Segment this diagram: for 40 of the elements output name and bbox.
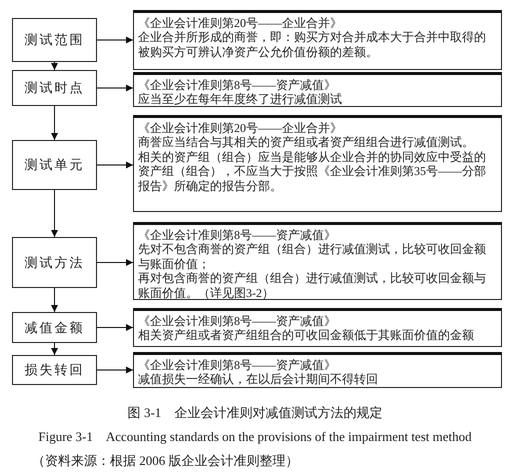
- standard-title: 《企业会计准则第20号——企业合并》: [138, 121, 343, 136]
- figure-caption-english: Figure 3-1 Accounting standards on the provisions of the impairment test method: [37, 428, 473, 446]
- arrow: [96, 259, 134, 266]
- description-text: 先对不包含商誉的资产组（组合）进行减值测试，比较可收回金额与账面价值；: [138, 242, 487, 272]
- text-box: [133, 115, 502, 212]
- step-box: 损失转回: [12, 355, 97, 385]
- description-text: 应当至少在每年年度终了进行减值测试: [138, 92, 343, 107]
- step-box: 测试方法: [12, 237, 97, 288]
- arrow: [51, 342, 58, 356]
- description-text: 企业合并所形成的商誉，即：购买方对合并成本大于合并中取得的被购买方可辨认净资产公允价值份额的差额。: [138, 30, 487, 60]
- arrow: [96, 366, 134, 374]
- description-text: 减值损失一经确认，在以后会计期间不得转回: [138, 372, 379, 387]
- description-text: 相关资产组或者资产组组合的可收回金额低于其账面价值的金额: [138, 328, 475, 343]
- arrow: [51, 62, 58, 70]
- standard-title: 《企业会计准则第8号——资产减值》: [138, 314, 337, 328]
- text-box: [133, 222, 502, 300]
- arrow: [96, 324, 134, 331]
- source-note: （资料来源：根据 2006 版企业会计准则整理）: [32, 452, 298, 470]
- arrow: [96, 36, 134, 44]
- standard-title: 《企业会计准则第8号——资产减值》: [138, 228, 337, 242]
- step-box: 测试范围: [12, 18, 97, 62]
- step-box: 测试时点: [12, 70, 97, 106]
- standard-title: 《企业会计准则第8号——资产减值》: [138, 78, 337, 92]
- text-box: [133, 10, 502, 70]
- text-box: [133, 308, 502, 347]
- description-text: 相关的资产组（组合）应当是能够从企业合并的协同效应中受益的资产组（组合），不应当大于按照《企业会计准则第35号——分部报告》所确定的报告分部。: [138, 150, 487, 194]
- standard-title: 《企业会计准则第20号——企业合并》: [138, 16, 343, 30]
- text-box: [133, 352, 502, 388]
- arrow: [51, 106, 58, 140]
- arrow: [51, 288, 58, 312]
- standard-title: 《企业会计准则第8号——资产减值》: [138, 358, 337, 372]
- description-text: 商誉应当结合与其相关的资产组或者资产组组合进行减值测试。: [138, 135, 475, 150]
- figure-caption: 图 3-1 企业会计准则对减值测试方法的规定: [126, 404, 384, 422]
- step-box: 减值金额: [12, 312, 97, 343]
- text-box: [133, 72, 502, 107]
- step-box: 测试单元: [12, 140, 97, 190]
- description-text: 再对包含商誉的资产组（组合）进行减值测试，比较可收回金额与账面价值。（详见图3-2）: [138, 271, 487, 300]
- arrow: [51, 190, 58, 238]
- arrow: [96, 84, 134, 92]
- arrow: [96, 162, 134, 168]
